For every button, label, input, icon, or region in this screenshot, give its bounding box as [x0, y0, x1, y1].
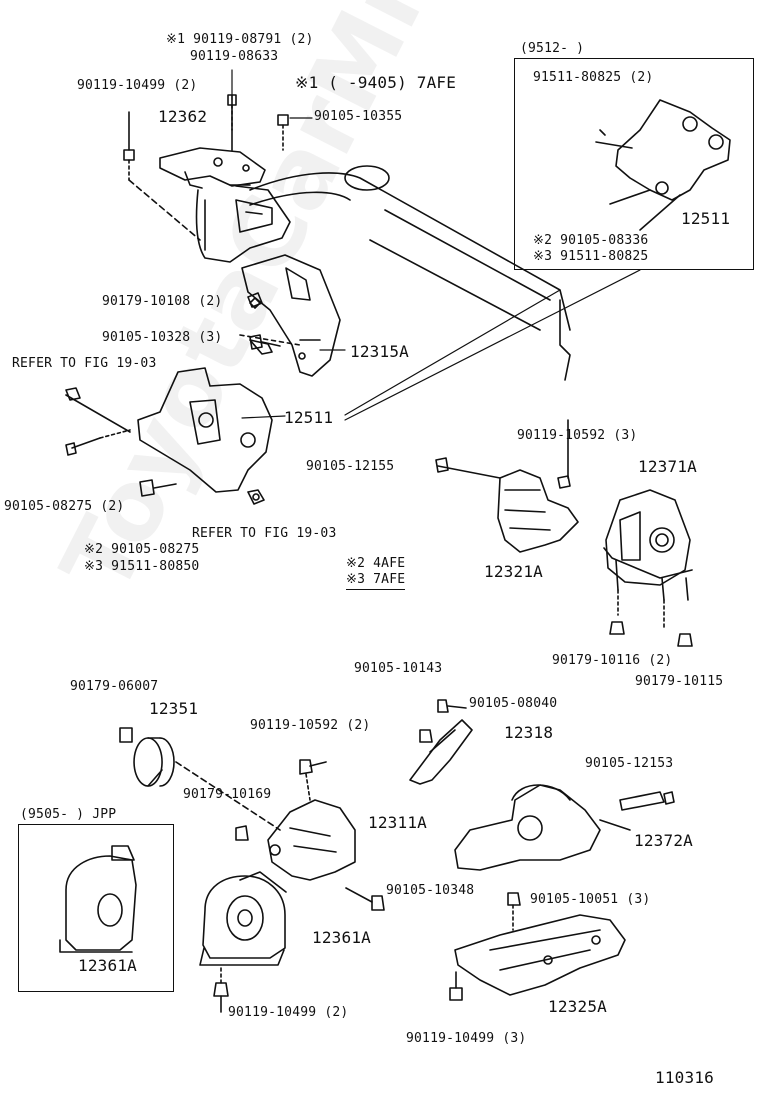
variant-box-9505-jpp [18, 824, 174, 992]
part-12325A-bracket [449, 892, 626, 1001]
label-s2-90105-08275: ※2 90105-08275 [84, 542, 200, 557]
label-90105-10328: 90105-10328 (3) [102, 330, 223, 345]
label-90119-08633: 90119-08633 [190, 49, 279, 64]
figure-number: 110316 [655, 1068, 714, 1087]
nut-refer-19-03 [247, 489, 265, 505]
note-star3: ※3 7AFE [346, 573, 406, 590]
part-12362-mount [159, 94, 291, 263]
label-90119-08791: ※1 90119-08791 (2) [166, 32, 314, 47]
label-12511-main: 12511 [284, 408, 334, 427]
label-90105-10051: 90105-10051 (3) [530, 892, 651, 907]
part-12361A-mount [199, 871, 385, 1013]
note-star1: ※1 ( -9405) 7AFE [295, 73, 457, 92]
label-90119-10499-a: 90119-10499 (2) [77, 78, 198, 93]
label-90105-10143: 90105-10143 [354, 661, 443, 676]
label-12372A: 12372A [634, 831, 693, 850]
label-90119-10499-b: 90119-10499 (2) [228, 1005, 349, 1020]
label-refer-fig-19-03-a: REFER TO FIG 19-03 [12, 356, 157, 371]
label-90119-10592-b: 90119-10592 (2) [250, 718, 371, 733]
part-12321A-bracket [435, 419, 579, 553]
leader-lines [231, 69, 641, 421]
bolt-90105-08275 [139, 479, 177, 497]
label-12361A-main: 12361A [312, 928, 371, 947]
label-90179-10108: 90179-10108 (2) [102, 294, 223, 309]
bolt-90119-10499-a [123, 111, 201, 241]
label-90179-10116: 90179-10116 (2) [552, 653, 673, 668]
label-91511-80825-a: 91511-80825 (2) [533, 70, 654, 85]
label-90179-06007: 90179-06007 [70, 679, 159, 694]
label-90105-08275: 90105-08275 (2) [4, 499, 125, 514]
box-header-9505-jpp: (9505- ) JPP [20, 807, 117, 822]
bolt-90105-10328 [249, 334, 281, 350]
label-12371A: 12371A [638, 457, 697, 476]
label-12318: 12318 [504, 723, 554, 742]
part-12511-bracket [65, 367, 273, 493]
bolt-90105-10355 [277, 114, 289, 151]
label-s3-91511-80825: ※3 91511-80825 [533, 249, 649, 264]
label-12315A: 12315A [350, 342, 409, 361]
label-90105-08040: 90105-08040 [469, 696, 558, 711]
nut-90179-10108 [247, 292, 263, 308]
label-90119-10592-a: 90119-10592 (3) [517, 428, 638, 443]
part-12371A-mount [603, 489, 693, 647]
part-12361A-box-mount [59, 845, 137, 953]
label-12351: 12351 [149, 699, 199, 718]
label-90105-12155: 90105-12155 [306, 459, 395, 474]
part-12511-box-bracket [595, 99, 731, 231]
label-refer-fig-19-03-b: REFER TO FIG 19-03 [192, 526, 337, 541]
label-s2-90105-08336: ※2 90105-08336 [533, 233, 649, 248]
box-header-9512: (9512- ) [520, 41, 585, 56]
part-12372A-mount [454, 784, 675, 871]
label-12321A: 12321A [484, 562, 543, 581]
note-star2: ※2 4AFE [346, 556, 406, 571]
label-12311A: 12311A [368, 813, 427, 832]
label-90179-10169: 90179-10169 [183, 787, 272, 802]
variant-box-9512 [514, 58, 754, 270]
label-12361A-box: 12361A [78, 956, 137, 975]
label-90179-10115: 90179-10115 [635, 674, 724, 689]
label-s3-91511-80850: ※3 91511-80850 [84, 559, 200, 574]
label-90105-12153: 90105-12153 [585, 756, 674, 771]
engine-block-outline [229, 165, 571, 381]
part-12311A-bracket [235, 759, 356, 881]
label-12362: 12362 [158, 107, 208, 126]
label-90105-10355: 90105-10355 [314, 109, 403, 124]
label-90105-10348: 90105-10348 [386, 883, 475, 898]
label-12325A: 12325A [548, 997, 607, 1016]
label-90119-10499-c: 90119-10499 (3) [406, 1031, 527, 1046]
part-12318-stay [409, 699, 473, 785]
part-12351-bushing [119, 727, 281, 831]
label-12511-box: 12511 [681, 209, 731, 228]
